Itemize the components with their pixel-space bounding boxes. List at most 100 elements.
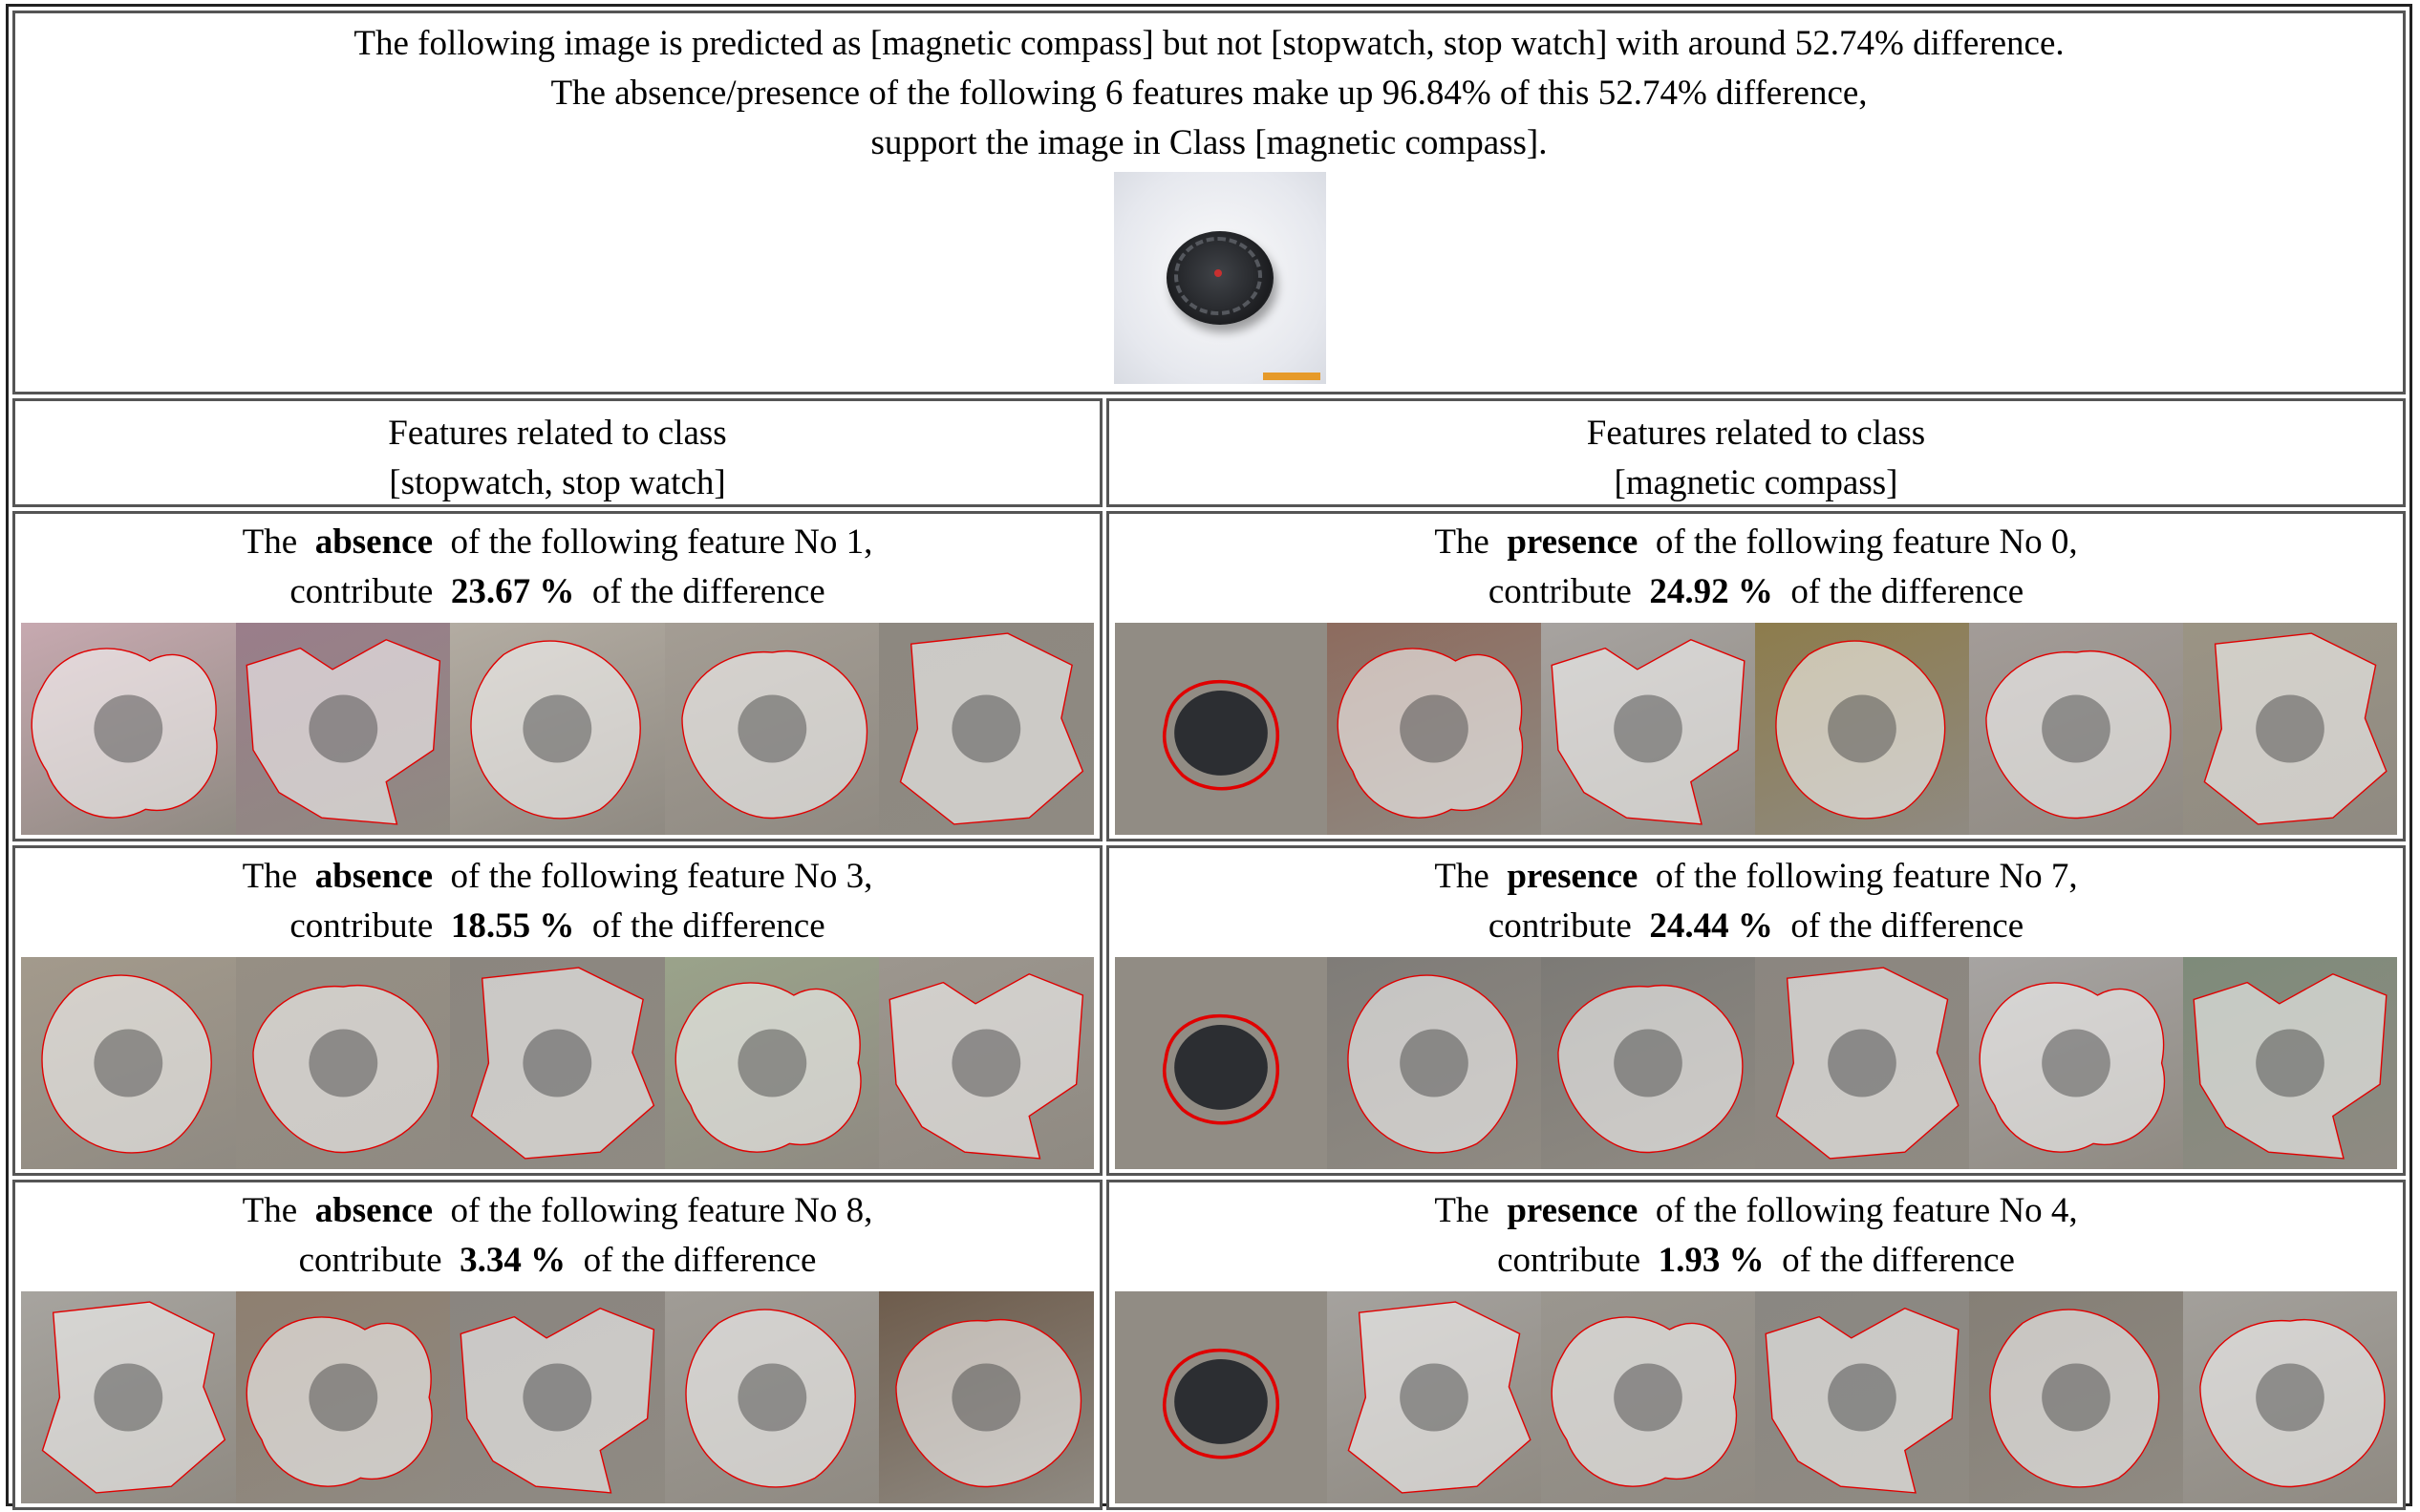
example-image <box>2183 957 2397 1169</box>
feature-outline <box>1541 957 1755 1169</box>
example-image <box>879 957 1094 1169</box>
highlight-region <box>1162 679 1279 791</box>
highlight-region <box>42 1302 225 1493</box>
feature-outline <box>879 623 1094 835</box>
example-image <box>21 957 236 1169</box>
feature-outline <box>1969 1291 2183 1503</box>
query-thumbnail <box>1115 623 1327 835</box>
contribution-percent: 23.67 % <box>450 572 575 611</box>
feature-outline <box>21 1291 236 1503</box>
example-images-strip <box>21 623 1094 835</box>
object-shape <box>952 1029 1021 1097</box>
highlight-region <box>1558 986 1743 1153</box>
explanation-table: The following image is predicted as [mag… <box>6 4 2412 1510</box>
feature-outline <box>1541 623 1755 835</box>
highlight-region <box>42 975 211 1153</box>
difference-suffix: of the difference <box>591 572 825 611</box>
example-image <box>879 623 1094 835</box>
highlight-region <box>901 633 1083 824</box>
example-image <box>21 1291 236 1503</box>
feature-kind: presence <box>1507 1191 1638 1230</box>
feature-description: The absence of the following feature No … <box>15 852 1100 951</box>
column-class-name: [stopwatch, stop watch] <box>389 463 726 502</box>
feature-outline <box>1327 1291 1541 1503</box>
feature-description: The presence of the following feature No… <box>1109 518 2403 617</box>
feature-cell-left-1: The absence of the following feature No … <box>12 511 1103 841</box>
highlight-region <box>896 1320 1081 1487</box>
difference-suffix: of the difference <box>1790 906 2024 946</box>
example-image <box>1541 957 1755 1169</box>
feature-prefix: The <box>1434 1191 1489 1230</box>
object-shape <box>2042 1363 2110 1432</box>
feature-outline <box>236 1291 451 1503</box>
feature-outline <box>1755 623 1969 835</box>
feature-outline <box>1327 957 1541 1169</box>
highlight-region <box>1348 975 1517 1153</box>
contribute-label: contribute <box>289 906 434 946</box>
feature-outline <box>665 1291 880 1503</box>
feature-number: of the following feature No 0, <box>1655 522 2078 562</box>
feature-outline <box>21 623 236 835</box>
example-image <box>1541 1291 1755 1503</box>
example-image <box>21 623 236 835</box>
object-shape <box>94 1029 163 1097</box>
compass-puck <box>1174 1025 1268 1110</box>
object-shape <box>952 694 1021 763</box>
feature-description: The absence of the following feature No … <box>15 518 1100 617</box>
feature-kind: absence <box>314 1191 434 1230</box>
highlight-region <box>460 1309 653 1493</box>
feature-outline <box>2183 623 2397 835</box>
example-image <box>1755 623 1969 835</box>
example-image <box>1327 1291 1541 1503</box>
object-shape <box>738 1363 807 1432</box>
example-images-strip <box>1115 957 2397 1169</box>
feature-prefix: The <box>242 1191 298 1230</box>
highlight-region <box>1986 651 2171 819</box>
example-image <box>450 623 665 835</box>
contribution-percent: 3.34 % <box>460 1241 567 1280</box>
query-image <box>1114 172 1326 384</box>
feature-cell-right-2: The presence of the following feature No… <box>1106 845 2406 1176</box>
feature-kind: absence <box>314 522 434 562</box>
example-image <box>1541 623 1755 835</box>
highlight-region <box>890 974 1083 1159</box>
summary-line-2: The absence/presence of the following 6 … <box>550 74 1868 113</box>
feature-outline <box>1755 957 1969 1169</box>
difference-suffix: of the difference <box>591 906 825 946</box>
column-header-compass: Features related to class [magnetic comp… <box>1106 398 2406 507</box>
example-image <box>1327 623 1541 835</box>
object-shape <box>523 694 592 763</box>
feature-outline <box>1541 1291 1755 1503</box>
feature-number: of the following feature No 1, <box>450 522 873 562</box>
query-thumbnail <box>1115 957 1327 1169</box>
feature-number: of the following feature No 3, <box>450 857 873 896</box>
object-shape <box>2256 1363 2324 1432</box>
highlight-region <box>1552 640 1745 824</box>
column-class-name: [magnetic compass] <box>1614 463 1898 502</box>
example-image <box>1969 623 2183 835</box>
summary-line-3: support the image in Class [magnetic com… <box>870 123 1548 162</box>
highlight-region <box>1766 1309 1959 1493</box>
feature-outline <box>665 623 880 835</box>
highlight-region <box>1776 968 1958 1159</box>
query-outline <box>1162 679 1279 791</box>
feature-kind: presence <box>1507 857 1638 896</box>
highlight-region <box>1162 1348 1279 1459</box>
example-image <box>2183 623 2397 835</box>
example-image <box>450 957 665 1169</box>
highlight-region <box>2200 1320 2385 1487</box>
compass-puck <box>1174 691 1268 776</box>
highlight-region <box>1776 641 1945 819</box>
object-shape <box>1400 694 1468 763</box>
example-image <box>235 957 451 1169</box>
feature-kind: presence <box>1507 522 1638 562</box>
highlight-region <box>1552 1317 1736 1486</box>
example-image <box>879 1291 1094 1503</box>
example-image <box>1969 957 2183 1169</box>
highlight-region <box>1990 1310 2159 1487</box>
compass-puck-image <box>1167 231 1274 325</box>
object-shape <box>1828 1029 1896 1097</box>
feature-outline <box>879 1291 1094 1503</box>
object-shape <box>2042 694 2110 763</box>
contribution-percent: 24.44 % <box>1649 906 1773 946</box>
